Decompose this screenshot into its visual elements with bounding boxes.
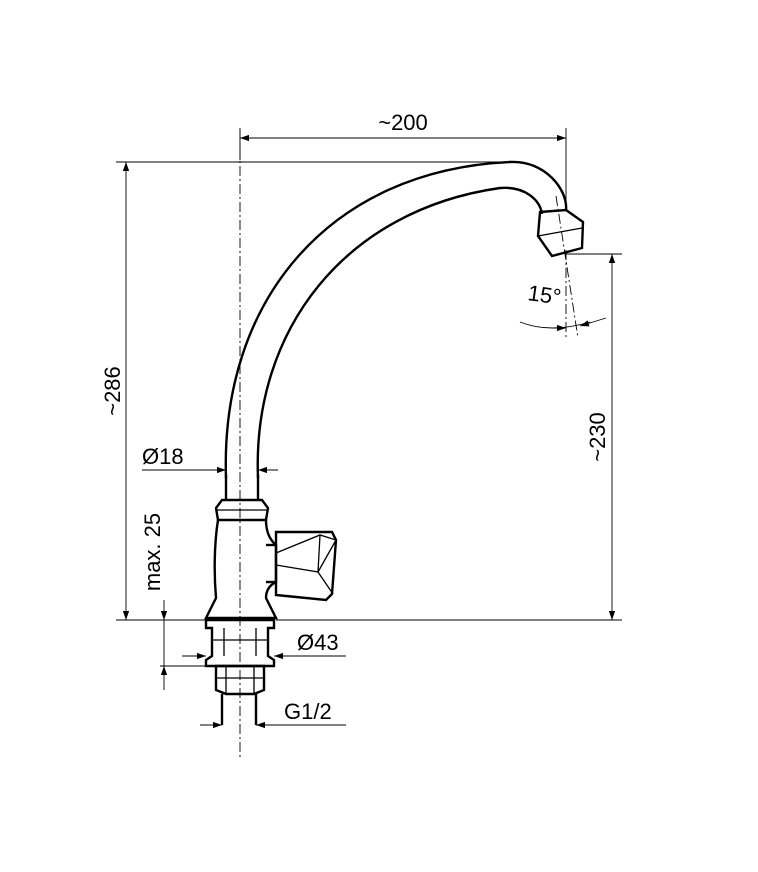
handle xyxy=(274,530,338,602)
dim-pipe-diameter: Ø18 xyxy=(142,444,278,474)
faucet-outline xyxy=(204,160,585,725)
dim-spout-angle: 15° xyxy=(519,280,607,332)
dim-width-reach-label: ~200 xyxy=(378,110,428,135)
dim-max-thickness-label: max. 25 xyxy=(140,513,165,591)
spout-angle-axis xyxy=(555,195,579,339)
dim-base-diameter: Ø43 xyxy=(182,630,346,660)
spout-aerator xyxy=(536,208,585,258)
spout-outer-curve xyxy=(224,160,568,479)
dim-thread: G1/2 xyxy=(200,699,346,729)
dim-spout-height: ~230 xyxy=(276,253,622,621)
spout-inner-curve xyxy=(256,186,544,479)
dim-max-thickness: max. 25 xyxy=(140,513,206,690)
mounting-nut xyxy=(204,618,276,668)
dim-total-height: ~286 xyxy=(100,161,510,621)
dim-spout-height-label: ~230 xyxy=(585,412,610,462)
dim-width-reach: ~200 xyxy=(239,110,567,210)
valve-body xyxy=(204,519,278,620)
dim-spout-angle-label: 15° xyxy=(526,280,562,309)
dim-total-height-label: ~286 xyxy=(100,366,125,416)
dim-pipe-diameter-label: Ø18 xyxy=(142,444,184,469)
dim-base-diameter-label: Ø43 xyxy=(297,630,339,655)
dim-thread-label: G1/2 xyxy=(284,699,332,724)
